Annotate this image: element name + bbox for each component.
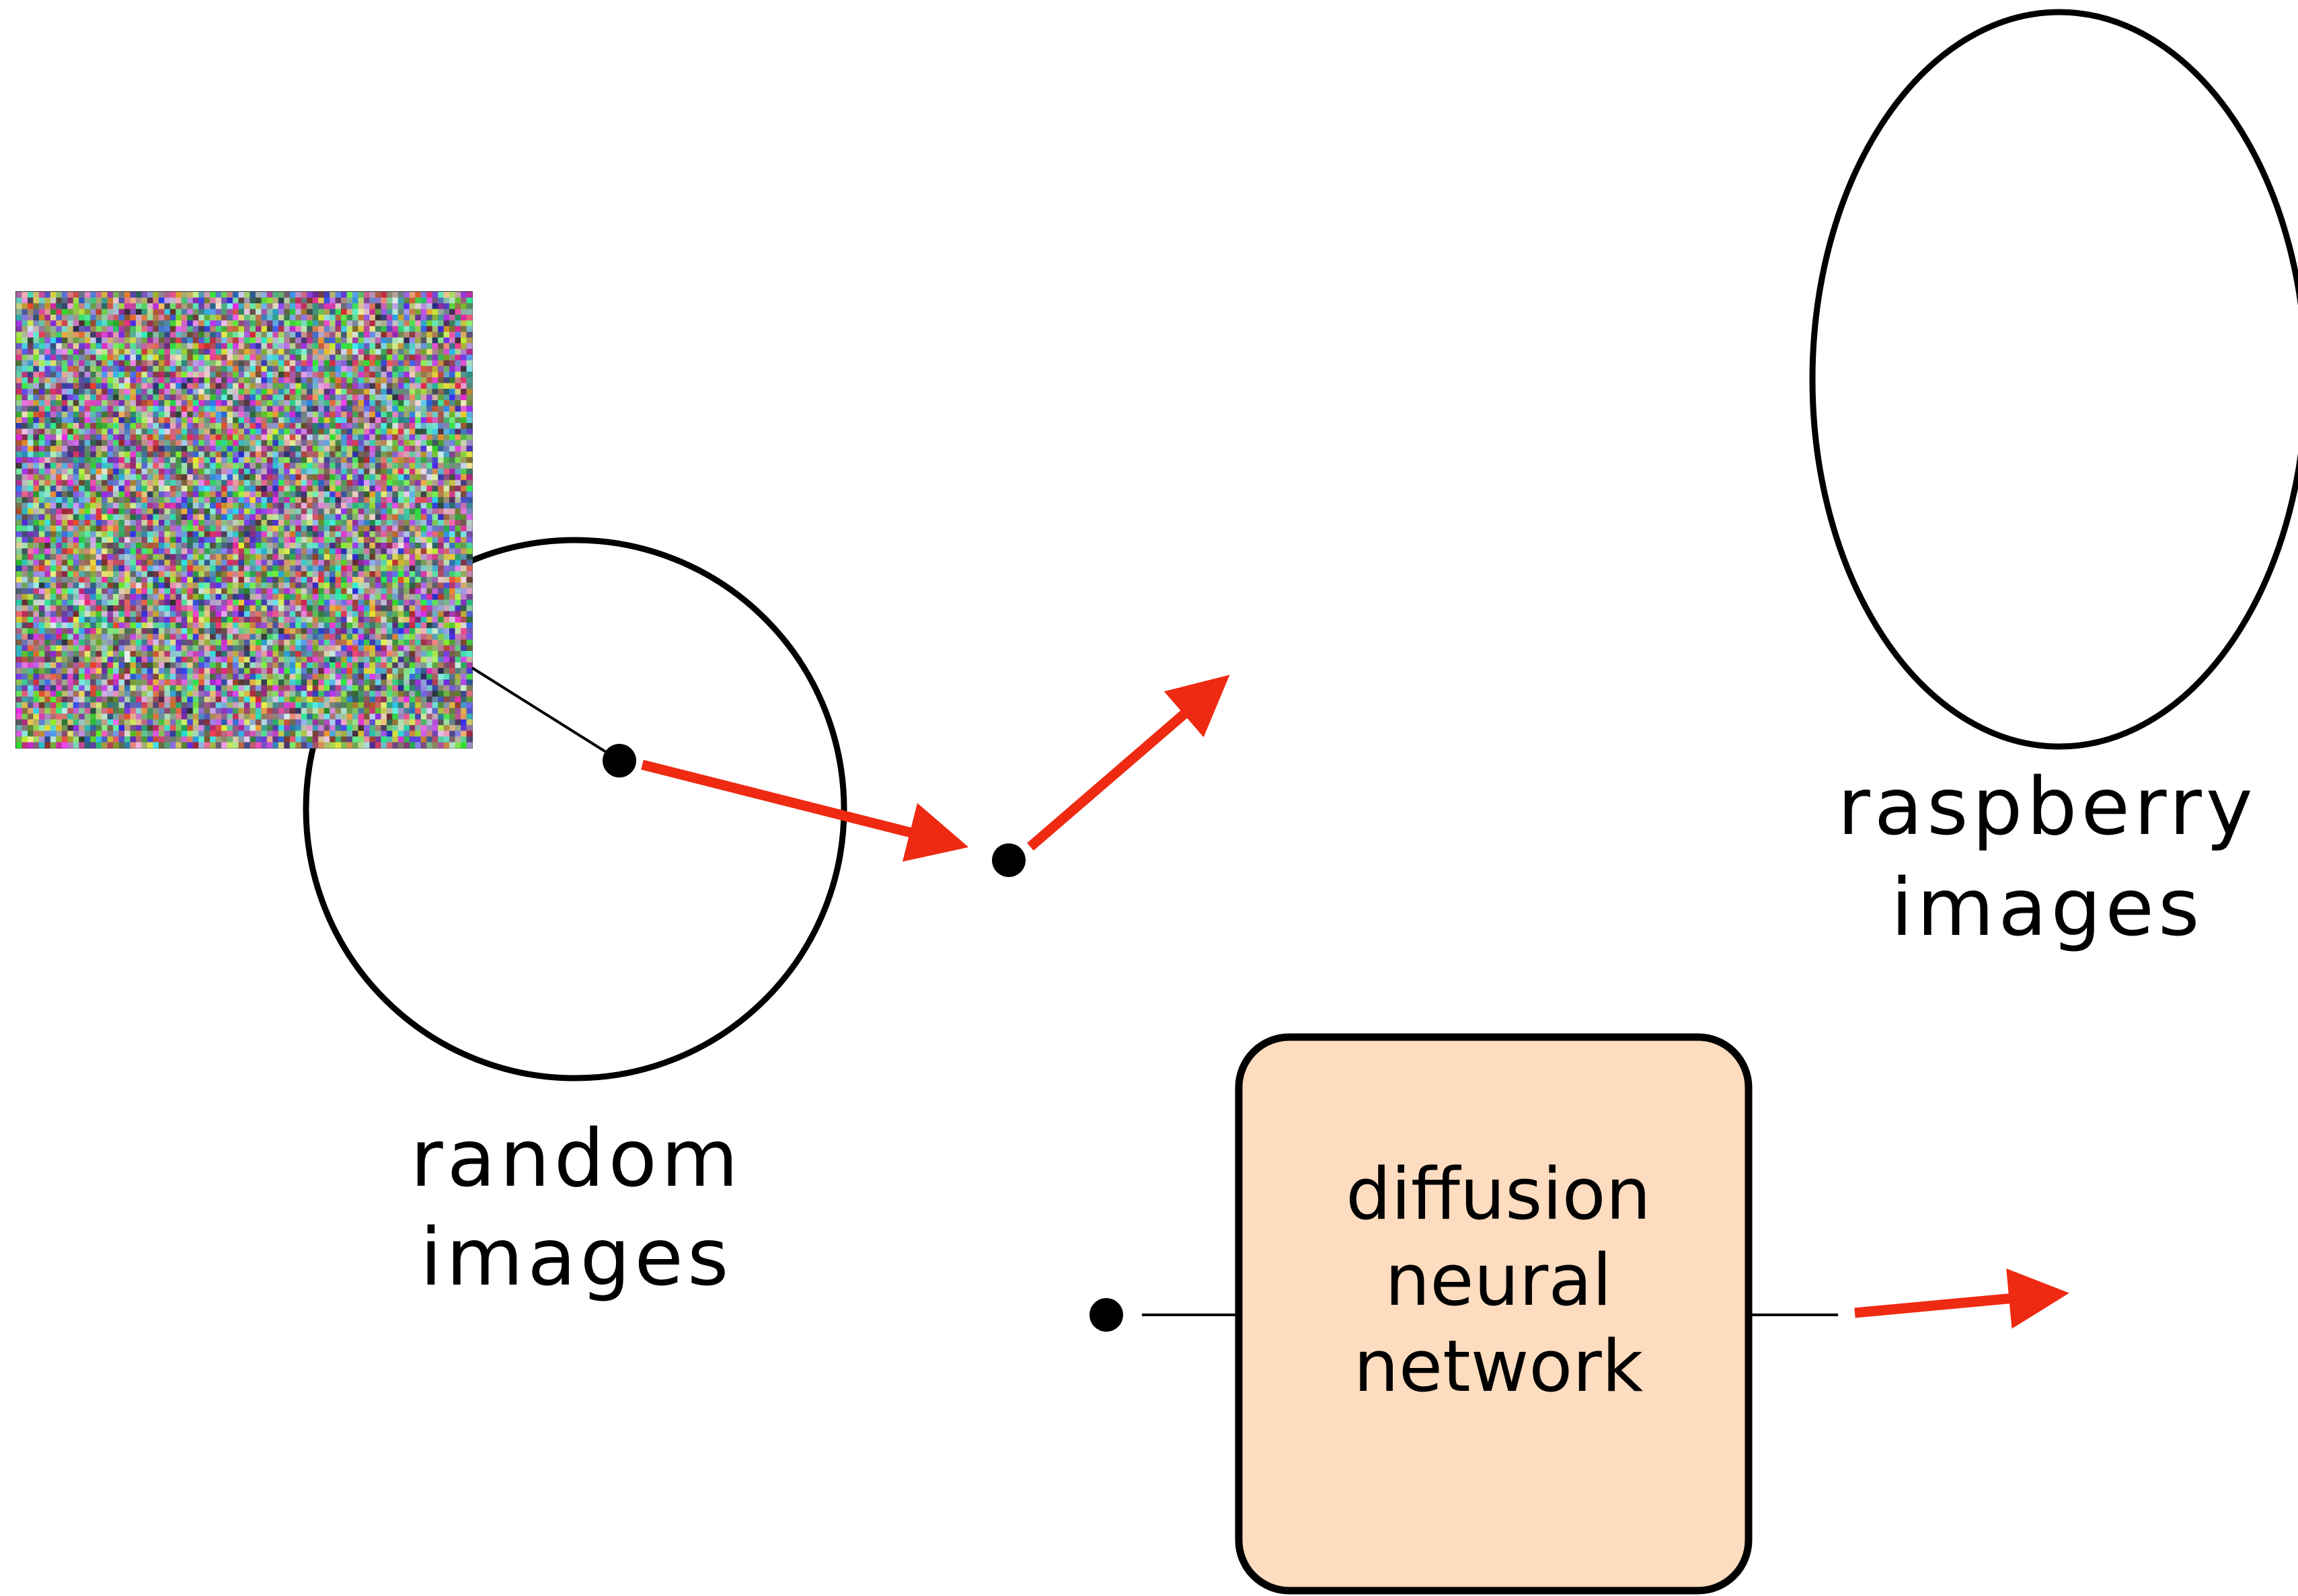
sample-point-next [992, 843, 1026, 877]
random-noise-image [15, 291, 473, 749]
box-label-line2: neural [1385, 1239, 1612, 1322]
sample-point-start [603, 744, 636, 777]
leader-line [471, 667, 620, 761]
denoise-step-arrow-1 [641, 759, 969, 862]
random-label-line1: random [410, 1112, 742, 1205]
random-label-line2: images [420, 1211, 732, 1303]
random-images-circle [303, 537, 847, 1081]
network-input-point [1089, 1298, 1123, 1332]
raspberry-images-ellipse [1809, 9, 2298, 750]
raspberry-label-line2: images [1890, 861, 2203, 954]
box-label-line1: diffusion [1346, 1153, 1651, 1236]
denoise-step-arrow-2 [1027, 675, 1230, 851]
box-label-line3: network [1354, 1325, 1644, 1408]
network-output-arrow [1854, 1268, 2069, 1329]
raspberry-label-line1: raspberry [1837, 760, 2257, 853]
diffusion-network-box [1235, 1033, 1753, 1595]
